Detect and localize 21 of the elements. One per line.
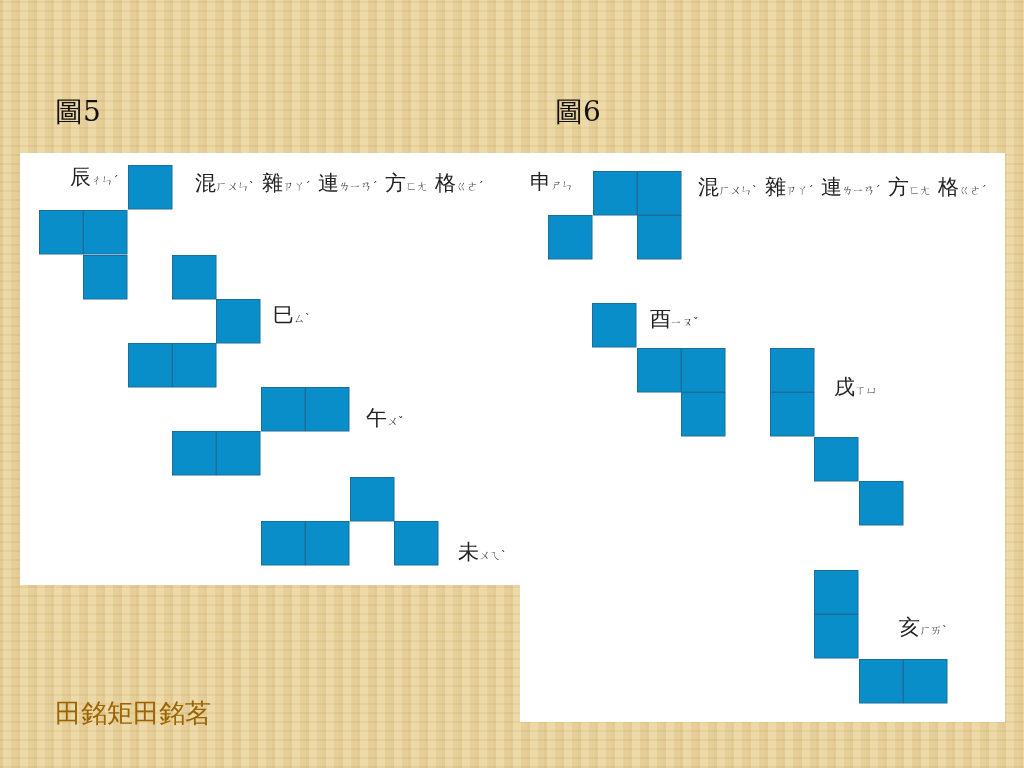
character-label: 亥ㄏㄞˋ: [899, 617, 948, 638]
character-label: 申ㄕㄣ: [530, 172, 573, 193]
character-label: 連ㄌㄧㄢˊ: [318, 173, 378, 194]
character-label: 酉ㄧㄡˇ: [650, 309, 699, 330]
figure-heading: 圖6: [555, 98, 601, 126]
character-label: 格ㄍㄜˊ: [435, 173, 484, 194]
character-label: 格ㄍㄜˊ: [938, 177, 987, 198]
character-label: 雜ㄗㄚˊ: [765, 177, 814, 198]
character-label: 方ㄈㄤ: [888, 177, 931, 198]
character-label: 連ㄌㄧㄢˊ: [821, 177, 881, 198]
character-label: 混ㄏㄨㄣˋ: [698, 177, 758, 198]
character-label: 午ㄨˇ: [366, 408, 404, 429]
figure-heading: 圖5: [55, 98, 101, 126]
author-credit: 田銘矩田銘茗: [55, 700, 211, 726]
character-label: 戌ㄒㄩ: [834, 377, 877, 398]
character-label: 雜ㄗㄚˊ: [262, 173, 311, 194]
character-label: 辰ㄔㄣˊ: [70, 167, 119, 188]
character-label: 方ㄈㄤ: [385, 173, 428, 194]
character-label: 巳ㄙˋ: [273, 305, 311, 326]
character-label: 混ㄏㄨㄣˋ: [195, 173, 255, 194]
character-label: 未ㄨㄟˋ: [458, 542, 507, 563]
